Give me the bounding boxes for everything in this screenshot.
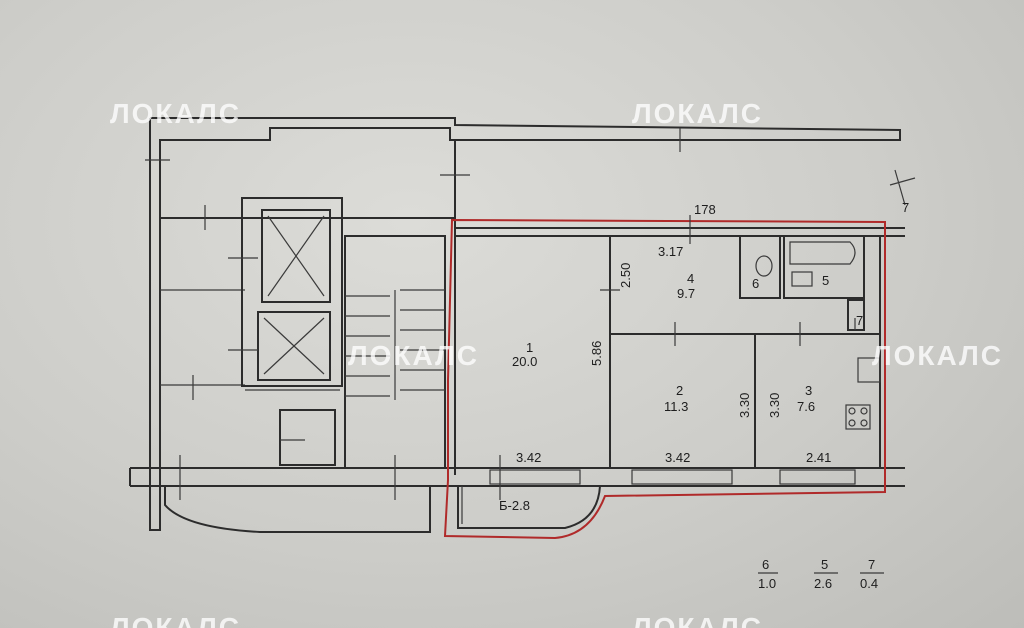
room-3-area: 7.6 bbox=[797, 399, 815, 414]
dim-room4-width: 3.17 bbox=[658, 244, 683, 259]
room-1-number: 1 bbox=[526, 340, 533, 355]
area-legend: 6 1.0 5 2.6 7 0.4 bbox=[758, 557, 884, 591]
corner-mark-stroke bbox=[889, 169, 916, 206]
watermark: ЛОКАЛС bbox=[110, 612, 241, 628]
building-walls bbox=[129, 117, 905, 533]
watermark: ЛОКАЛС bbox=[348, 340, 479, 371]
legend-7-area: 0.4 bbox=[860, 576, 878, 591]
balcony-label: Б-2.8 bbox=[499, 498, 530, 513]
dim-room3-width: 2.41 bbox=[806, 450, 831, 465]
watermark: ЛОКАЛС bbox=[632, 98, 763, 129]
legend-5-area: 2.6 bbox=[814, 576, 832, 591]
dim-total-width: 178 bbox=[694, 202, 716, 217]
dim-room3-height: 3.30 bbox=[767, 393, 782, 418]
room-1-area: 20.0 bbox=[512, 354, 537, 369]
corner-mark: 7 bbox=[902, 200, 909, 215]
apartment-outline bbox=[443, 218, 886, 540]
dimension-ticks bbox=[145, 128, 856, 500]
room-6-number: 6 bbox=[752, 276, 759, 291]
legend-5-number: 5 bbox=[821, 557, 828, 572]
dim-room1-width: 3.42 bbox=[516, 450, 541, 465]
room-3-number: 3 bbox=[805, 383, 812, 398]
room-2-number: 2 bbox=[676, 383, 683, 398]
room-7-number: 7 bbox=[856, 313, 863, 328]
dim-room4-height: 2.50 bbox=[618, 263, 633, 288]
legend-6-number: 6 bbox=[762, 557, 769, 572]
legend-6-area: 1.0 bbox=[758, 576, 776, 591]
room-2-area: 11.3 bbox=[664, 399, 688, 414]
room-4-number: 4 bbox=[687, 271, 694, 286]
dim-room2-height: 3.30 bbox=[737, 393, 752, 418]
legend-7-number: 7 bbox=[868, 557, 875, 572]
room-4-area: 9.7 bbox=[677, 286, 695, 301]
apartment-walls bbox=[457, 235, 881, 529]
watermark: ЛОКАЛС bbox=[632, 612, 763, 628]
room-5-number: 5 bbox=[822, 273, 829, 288]
dim-room1-height: 5.86 bbox=[589, 341, 604, 366]
watermark: ЛОКАЛС bbox=[110, 98, 241, 129]
watermark: ЛОКАЛС bbox=[872, 340, 1003, 371]
dim-room2-width: 3.42 bbox=[665, 450, 690, 465]
elevator-shafts bbox=[241, 197, 343, 387]
